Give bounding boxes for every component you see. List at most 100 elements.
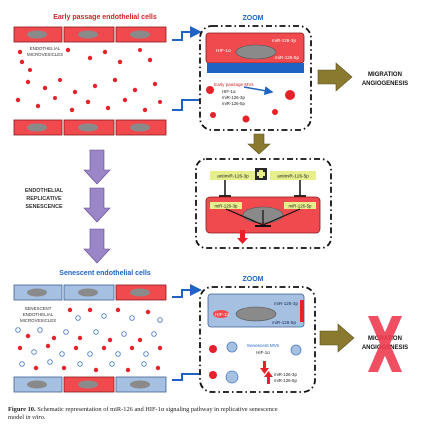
zoom-bottom-hif-down-arrow [260, 361, 269, 374]
plus-icon [255, 168, 267, 180]
microvesicle-dot [72, 89, 78, 95]
microvesicle-dot [115, 351, 121, 357]
microvesicle-dot [151, 331, 157, 337]
microvesicle-dot [69, 107, 75, 113]
microvesicle-dot [93, 329, 99, 335]
microvesicle-dot [63, 329, 69, 335]
zoom-top-mv-a [206, 86, 214, 94]
zoom-top-mv-b [285, 90, 295, 100]
microvesicle-dot [31, 349, 37, 355]
bottom-vessel-lower-wall [13, 376, 167, 393]
microvesicle-dot [92, 83, 98, 89]
microvesicle-dot [93, 367, 99, 373]
mir-left-tag [210, 202, 242, 209]
microvesicle-dot [109, 361, 115, 367]
zoom-bottom-mir-a: miR-126-3p [274, 301, 298, 306]
microvesicle-dot [101, 313, 107, 319]
zoom-bottom-mir-b: miR-126-5p [272, 320, 296, 325]
top-vessel-upper-wall [13, 26, 167, 43]
bottom-microvesicles-label-line2: ENDOTHELIAL [23, 312, 54, 317]
microvesicle-dot [87, 307, 93, 313]
bottom-vessel-upper-wall [13, 284, 167, 301]
top-vessel-lower-wall [13, 119, 167, 136]
zoom-top-cell [205, 32, 305, 73]
microvesicle-dot [75, 315, 81, 321]
microvesicle-dot [155, 365, 161, 371]
top-microvesicles-label-line1: ENDOTHELIAL [30, 46, 61, 51]
caption-label: Figure 10. [8, 406, 36, 413]
blocked-cross-icon [368, 316, 402, 372]
zoom-bottom-mir-up-arrow [264, 371, 273, 384]
microvesicle-dot [112, 77, 118, 83]
microvesicle-dot [87, 55, 93, 61]
microvesicle-dot [101, 345, 107, 351]
microvesicle-dot [19, 59, 25, 65]
zoom-bottom-mvs-hif: HIF-1α [256, 350, 270, 355]
top-zoom-connector-upper [172, 26, 202, 41]
microvesicle-dot [143, 351, 149, 357]
microvesicle-dot [25, 333, 31, 339]
microvesicle-dot [17, 49, 23, 55]
inhibition-frame [195, 158, 332, 249]
zoom-bottom-mvs-mir-5p: miR-126-5p [274, 378, 297, 383]
senescence-arrow-lower [83, 228, 111, 264]
zoom-top-mv-c [210, 112, 216, 118]
mir-right-label: miR-126-5p [289, 204, 312, 209]
microvesicle-dot [17, 345, 23, 351]
microvesicle-dot [77, 335, 83, 341]
zoom-bottom-title: ZOOM [243, 276, 264, 283]
caption-italic: in vitro. [25, 414, 46, 421]
hif-down-arrow [237, 230, 248, 244]
microvesicle-dot [37, 327, 43, 333]
microvesicle-dot [25, 79, 31, 85]
senescence-arrow-middle [83, 187, 111, 223]
microvesicle-dot [28, 68, 32, 72]
caption-text: Schematic representation of miR-126 and … [37, 406, 278, 413]
top-outcome-angiogenesis: ANGIOGENESIS [362, 81, 408, 87]
microvesicle-dot [145, 309, 151, 315]
zoom-top-hif: HIF-1α [216, 48, 231, 54]
zoom-top-mvs-mir-3p: miR-126-3p [222, 95, 245, 100]
microvesicle-dot [129, 315, 135, 321]
microvesicle-dot [51, 335, 57, 341]
microvesicle-dot [137, 337, 143, 343]
zoom-bottom-mvs-title: Senescent MVs [247, 343, 280, 348]
microvesicle-dot [125, 367, 131, 373]
senescence-label-line1: ENDOTHELIAL [25, 188, 64, 194]
bottom-microvesicle-dots [15, 307, 163, 373]
zoom-top-mir-a: miR-126-3p [272, 38, 296, 43]
inhibition-converge-lines [225, 208, 301, 226]
zoom-top-mvs-hif: HIF-1α [222, 89, 236, 94]
microvesicle-dot [152, 81, 158, 87]
microvesicle-dot [132, 87, 138, 93]
zoom-bottom-cell [207, 293, 305, 328]
zoom-top-mv-e [272, 109, 278, 115]
bottom-zoom-connector-lower [172, 373, 200, 381]
zoom-bottom-mv-e [290, 344, 302, 356]
zoom-bottom-hif: HIF-1α [215, 312, 229, 317]
microvesicle-dot [121, 331, 127, 337]
microvesicle-dot [147, 57, 153, 63]
microvesicle-dot [73, 345, 79, 351]
microvesicle-dot [157, 345, 163, 351]
top-panel-title: Early passage endothelial cells [53, 14, 157, 21]
zoom-top-mvs-title: Early passage MVs [214, 82, 254, 87]
microvesicle-dot [107, 337, 113, 343]
microvesicle-dot [47, 359, 53, 365]
antimir-left-label: antimiR-126-3p [217, 174, 249, 179]
zoom-bottom-mvs-mir-3p: miR-126-3p [274, 372, 297, 377]
mir-left-label: miR-126-3p [215, 204, 238, 209]
zoom-bottom-mv-d [225, 370, 239, 384]
antimir-right-label: antimiR-126-5p [277, 174, 309, 179]
zoom-top-mvs-pointer [243, 86, 274, 96]
microvesicle-dot [58, 78, 62, 82]
senescence-arrow-upper [83, 149, 111, 185]
microvesicle-dot [59, 351, 65, 357]
microvesicle-dot [129, 345, 135, 351]
microvesicle-dot [102, 49, 108, 55]
mir-right-tag [284, 202, 316, 209]
top-outcome-migration: MIGRATION [368, 72, 402, 78]
microvesicle-dot [33, 365, 39, 371]
senescence-label-line2: REPLICATIVE [26, 196, 62, 202]
microvesicle-dot [61, 365, 67, 371]
